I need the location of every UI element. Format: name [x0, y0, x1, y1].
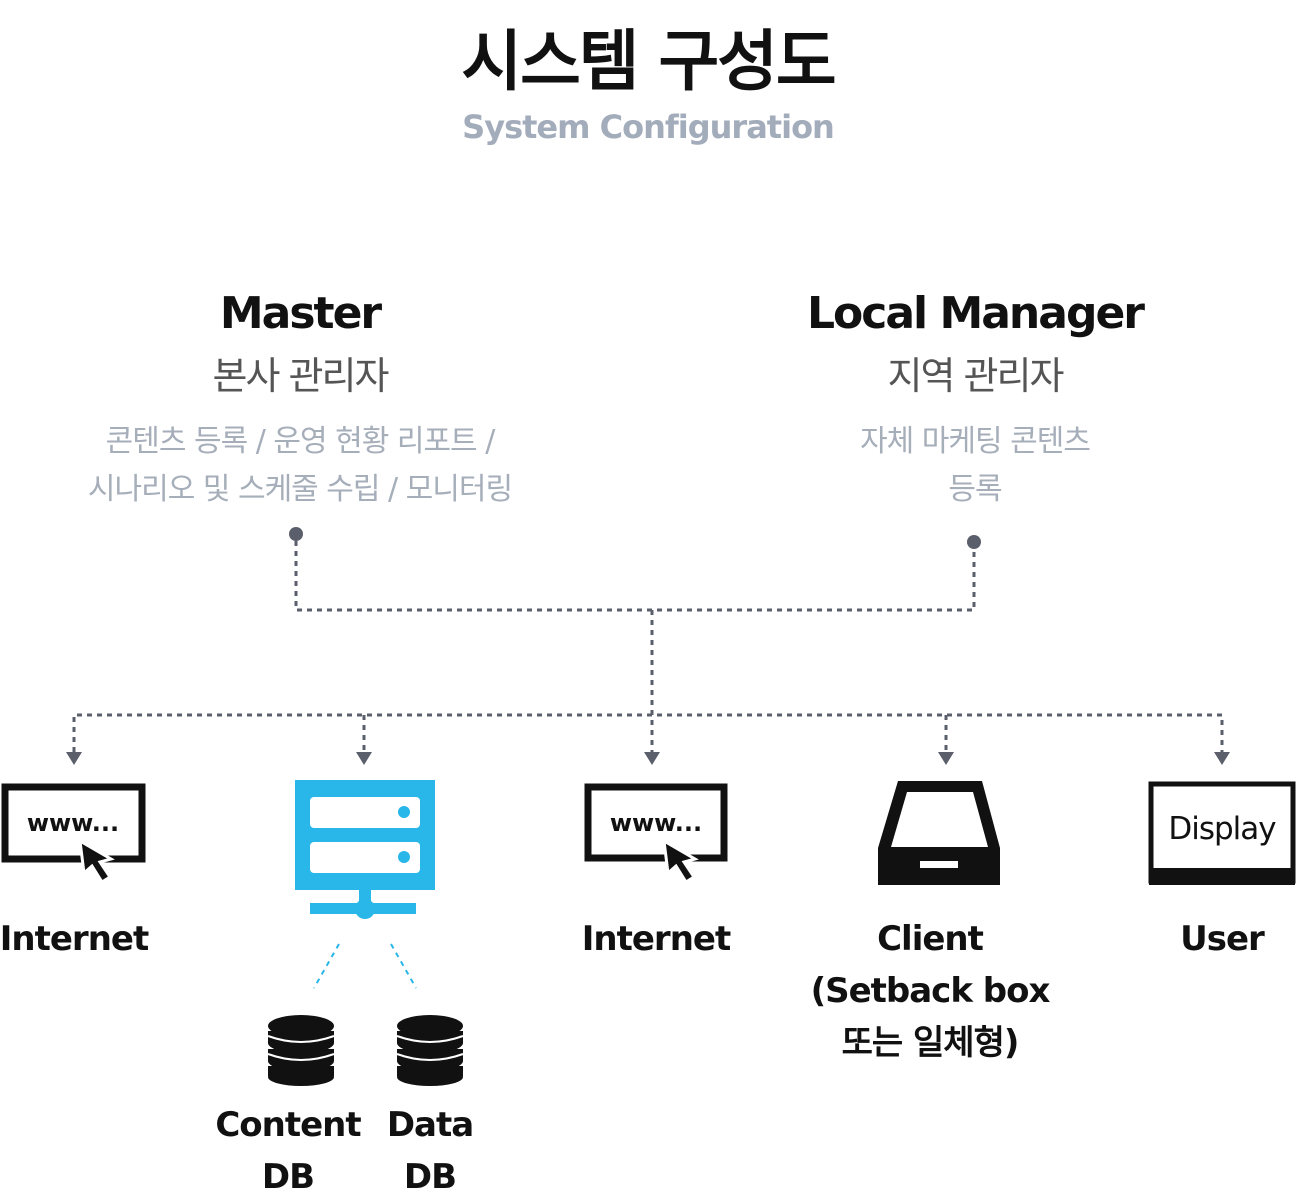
- local-anchor-dot: [967, 535, 981, 549]
- local-manager-description: 자체 마케팅 콘텐츠 등록: [740, 418, 1210, 514]
- data-db-link: [390, 943, 417, 989]
- master-subtitle: 본사 관리자: [212, 354, 390, 398]
- local-manager-description-line: 등록: [948, 472, 1002, 507]
- master-anchor-dot: [289, 527, 303, 541]
- arrow-user: [1214, 752, 1230, 765]
- master-description: 콘텐츠 등록 / 운영 현황 리포트 / 시나리오 및 스케줄 수립 / 모니터…: [40, 418, 560, 514]
- content-db-label: Content DB: [208, 1099, 368, 1203]
- server-icon: [295, 780, 435, 919]
- local-manager-role: Local Manager 지역 관리자 자체 마케팅 콘텐츠 등록: [740, 288, 1210, 514]
- data-db-label-line: Data: [386, 1105, 474, 1145]
- local-manager-title: Local Manager: [807, 288, 1145, 339]
- connector-lines: [72, 541, 1224, 752]
- arrow-client: [938, 752, 954, 765]
- client-label: Client (Setback box 또는 일체형): [800, 913, 1060, 1069]
- browser-cursor-icon: www...: [584, 783, 728, 885]
- arrow-server: [356, 752, 372, 765]
- master-description-line: 시나리오 및 스케줄 수립 / 모니터링: [87, 472, 513, 507]
- data-db-label-line: DB: [403, 1157, 457, 1197]
- content-db-link: [313, 943, 340, 989]
- master-role: Master 본사 관리자 콘텐츠 등록 / 운영 현황 리포트 / 시나리오 …: [40, 288, 560, 514]
- tray-box-icon: [878, 781, 1000, 885]
- local-manager-subtitle: 지역 관리자: [887, 354, 1065, 398]
- master-title: Master: [219, 288, 382, 339]
- arrow-internet2: [644, 752, 660, 765]
- internet1-label: Internet: [0, 919, 149, 959]
- local-manager-description-line: 자체 마케팅 콘텐츠: [860, 424, 1091, 459]
- internet2-label: Internet: [581, 919, 731, 959]
- arrow-heads: [66, 752, 1230, 765]
- page-subtitle: System Configuration: [462, 108, 835, 146]
- arrow-internet1: [66, 752, 82, 765]
- content-db-icon: [267, 1015, 335, 1086]
- client-label-line: Client: [877, 919, 984, 959]
- client-label-line: 또는 일체형): [841, 1023, 1020, 1063]
- internet2-screen-text: www...: [610, 809, 702, 837]
- browser-cursor-icon: www...: [1, 783, 146, 885]
- display-monitor-icon: Display: [1148, 781, 1296, 885]
- client-label-line: (Setback box: [810, 971, 1051, 1011]
- content-db-label-line: DB: [261, 1157, 315, 1197]
- master-description-line: 콘텐츠 등록 / 운영 현황 리포트 /: [105, 424, 496, 459]
- data-db-label: Data DB: [370, 1099, 490, 1203]
- distribution-bus: [72, 713, 1224, 752]
- db-links: [313, 943, 417, 989]
- user-screen-text: Display: [1168, 811, 1276, 847]
- content-db-label-line: Content: [215, 1105, 361, 1145]
- internet1-screen-text: www...: [27, 809, 119, 837]
- page-title: 시스템 구성도: [461, 23, 836, 100]
- data-db-icon: [396, 1015, 464, 1086]
- roles-connector: [294, 541, 976, 612]
- user-label: User: [1180, 919, 1265, 959]
